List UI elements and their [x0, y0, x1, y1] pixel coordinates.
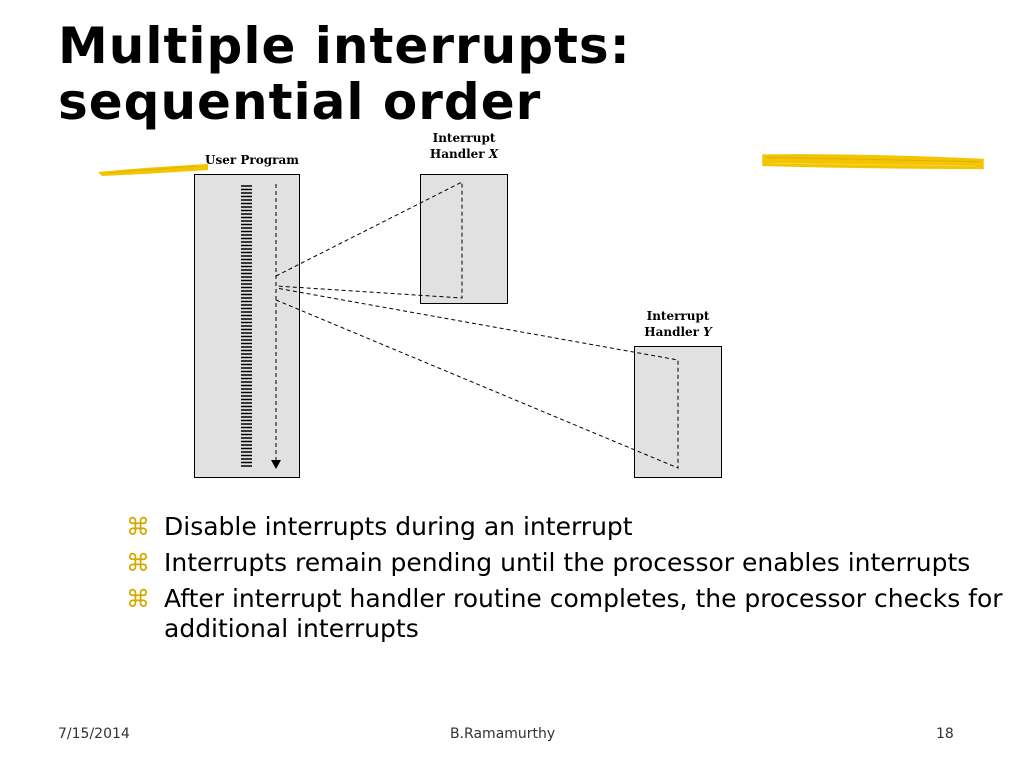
bullet-text: After interrupt handler routine complete… — [164, 584, 1003, 643]
flow-to-handler-y — [275, 287, 679, 469]
command-key-icon: ⌘ — [126, 549, 150, 577]
title-line-2: sequential order — [58, 73, 542, 131]
bullet-list: ⌘ Disable interrupts during an interrupt… — [126, 512, 1006, 650]
footer-date: 7/15/2014 — [58, 726, 130, 742]
command-key-icon: ⌘ — [126, 513, 150, 541]
accent-stroke-right — [762, 154, 984, 170]
bullet-item: ⌘ After interrupt handler routine comple… — [126, 584, 1006, 644]
slide-title: Multiple interrupts: sequential order — [58, 18, 758, 130]
command-key-icon: ⌘ — [126, 585, 150, 613]
bullet-item: ⌘ Disable interrupts during an interrupt — [126, 512, 1006, 542]
handler-y-label: Interrupt Handler Y — [644, 309, 712, 339]
title-line-1: Multiple interrupts: — [58, 17, 631, 75]
bullet-item: ⌘ Interrupts remain pending until the pr… — [126, 548, 1006, 578]
flow-to-handler-x — [275, 181, 463, 299]
footer-author: B.Ramamurthy — [450, 726, 556, 742]
accent-stroke-left — [98, 164, 208, 176]
flow-end-arrowhead — [271, 460, 281, 469]
handler-x-label: Interrupt Handler X — [429, 131, 499, 161]
user-program-label: User Program — [205, 153, 299, 167]
instruction-ticks — [241, 185, 252, 467]
bullet-text: Disable interrupts during an interrupt — [164, 512, 633, 541]
footer-page-number: 18 — [936, 726, 954, 742]
bullet-text: Interrupts remain pending until the proc… — [164, 548, 971, 577]
